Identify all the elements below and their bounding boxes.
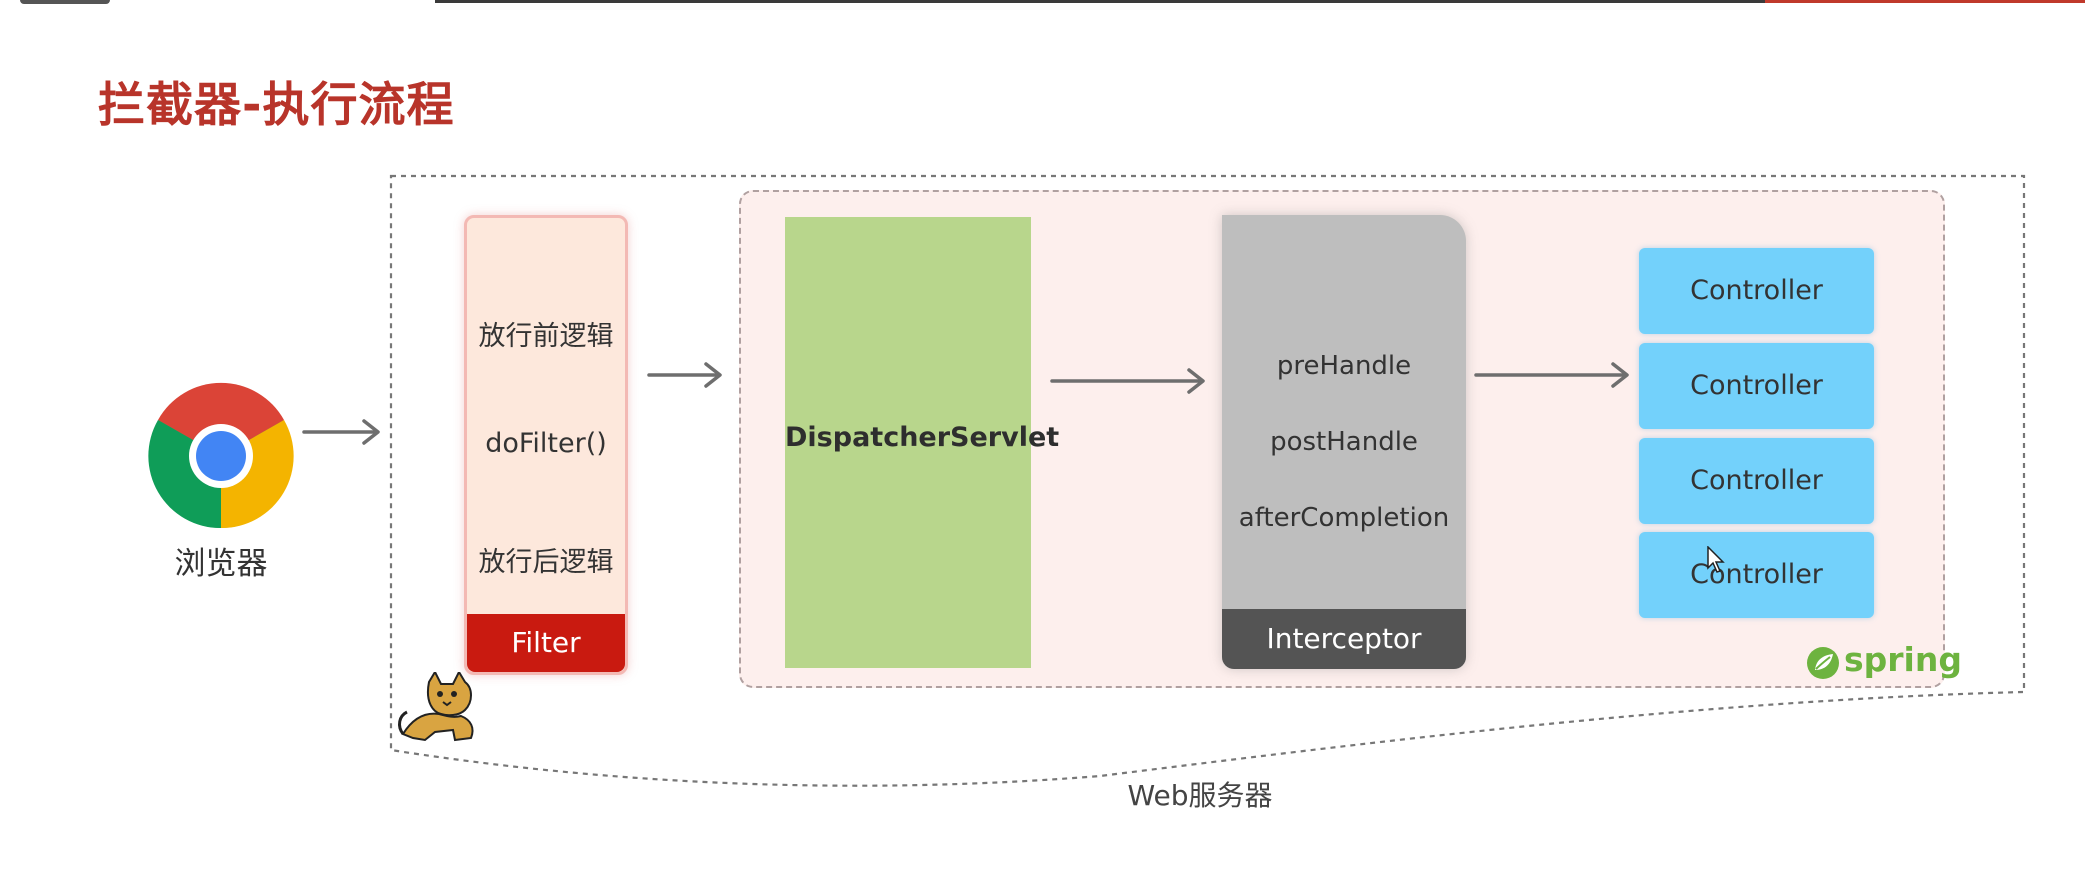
spring-logo: spring — [1806, 640, 1962, 680]
filter-before-logic: 放行前逻辑 — [478, 321, 614, 352]
controller-box-1: Controller — [1639, 248, 1874, 334]
filter-do-filter: doFilter() — [485, 428, 607, 459]
browser-label: 浏览器 — [174, 546, 268, 582]
filter-box: 放行前逻辑 doFilter() 放行后逻辑 Filter — [464, 215, 628, 675]
filter-label: Filter — [467, 614, 625, 672]
chrome-icon — [148, 382, 294, 529]
top-bar-accent — [1765, 0, 2085, 3]
top-bar-decoration — [20, 0, 110, 4]
arrow-filter-to-dispatcher — [647, 362, 722, 388]
dispatcher-servlet-box: DispatcherServlet — [785, 217, 1060, 668]
dispatcher-servlet-label: DispatcherServlet — [785, 422, 1060, 453]
controller-label: Controller — [1690, 275, 1823, 306]
controller-label: Controller — [1690, 370, 1823, 401]
arrow-browser-to-filter — [302, 419, 380, 445]
controller-box-2: Controller — [1639, 343, 1874, 429]
interceptor-prehandle: preHandle — [1276, 351, 1412, 381]
interceptor-posthandle: postHandle — [1270, 427, 1418, 457]
controller-box-3: Controller — [1639, 438, 1874, 524]
arrow-interceptor-to-controller — [1474, 362, 1629, 388]
controller-label: Controller — [1690, 465, 1823, 496]
spring-leaf-icon — [1807, 647, 1839, 679]
interceptor-label: Interceptor — [1222, 609, 1466, 669]
arrow-dispatcher-to-interceptor — [1050, 368, 1205, 394]
mouse-cursor-icon — [1707, 546, 1725, 573]
page-title: 拦截器-执行流程 — [98, 78, 455, 133]
top-bar-line — [435, 0, 1765, 3]
web-server-label: Web服务器 — [1127, 779, 1273, 812]
tomcat-icon — [398, 672, 474, 742]
interceptor-aftercompletion: afterCompletion — [1238, 503, 1450, 533]
interceptor-box: preHandle postHandle afterCompletion Int… — [1222, 215, 1466, 669]
controller-box-4: Controller — [1639, 532, 1874, 618]
filter-after-logic: 放行后逻辑 — [478, 547, 614, 578]
spring-logo-text: spring — [1844, 640, 1962, 679]
